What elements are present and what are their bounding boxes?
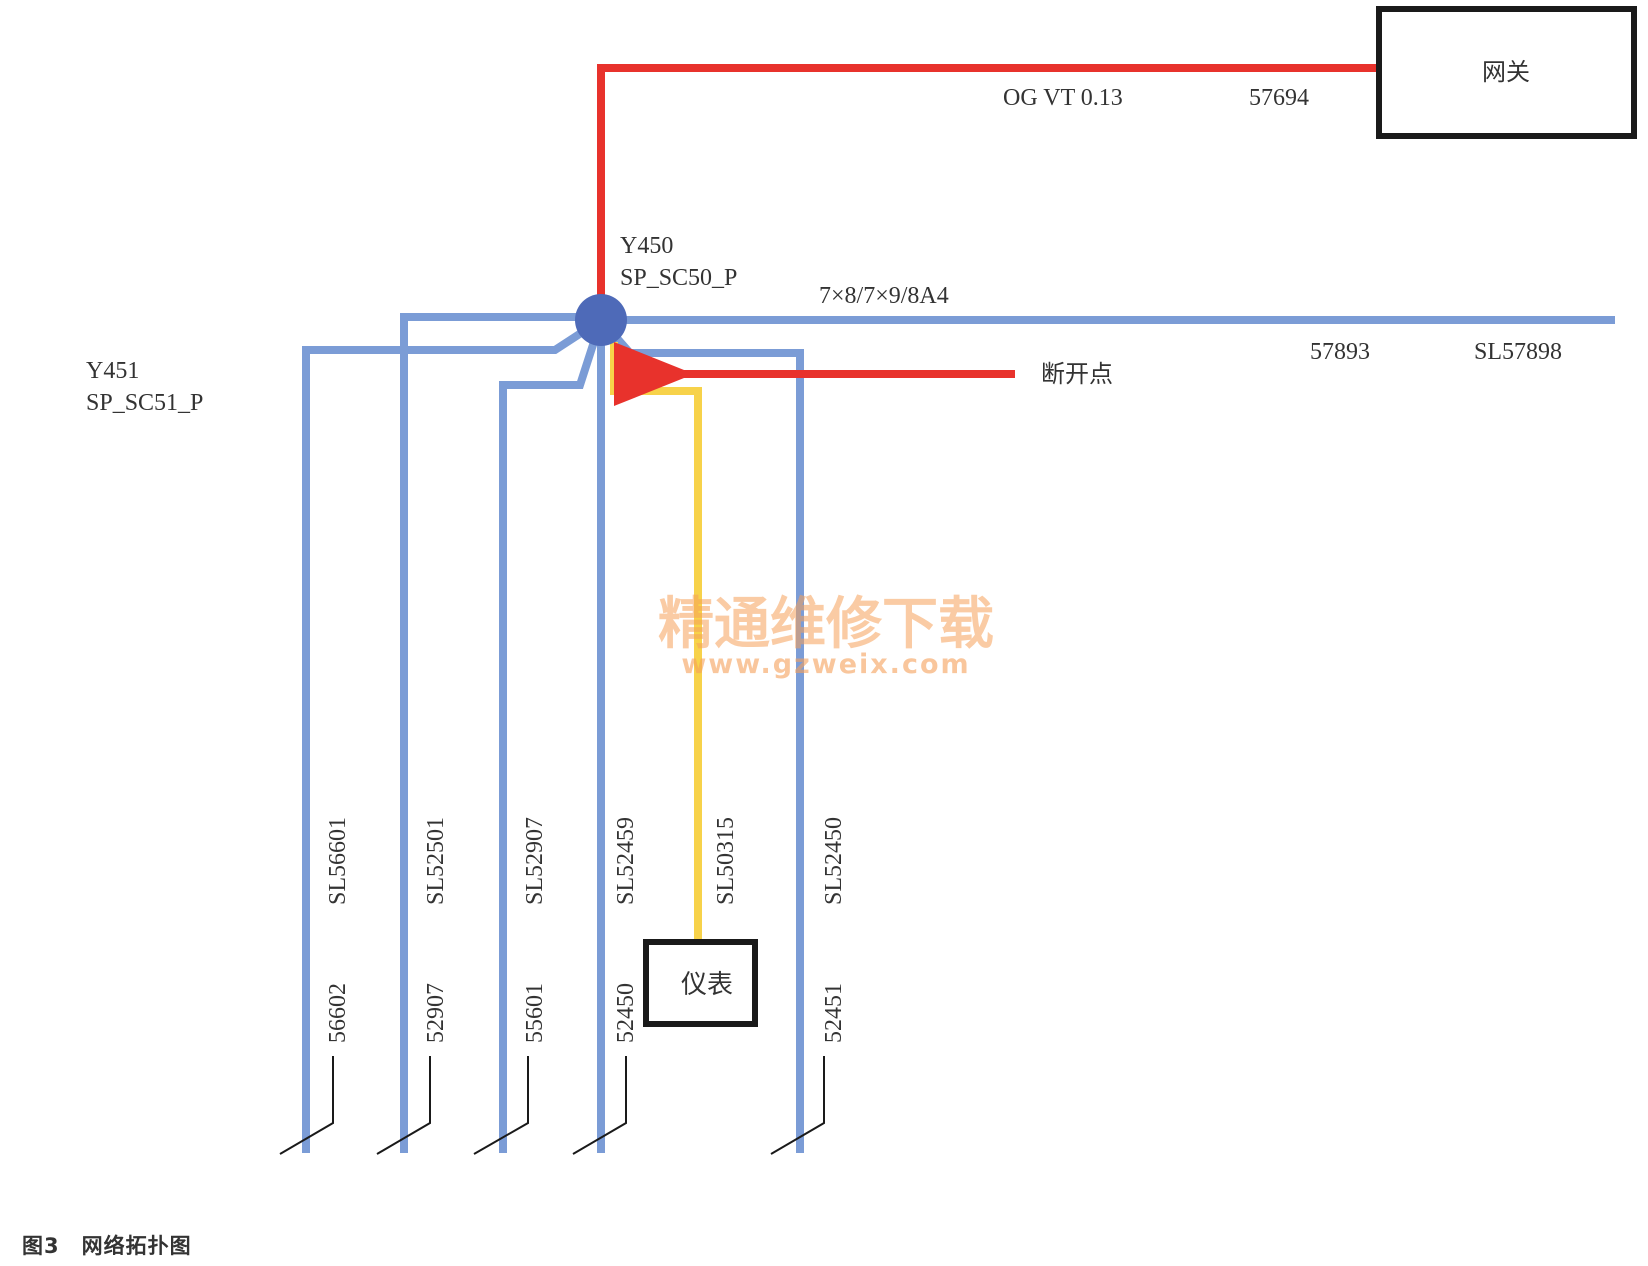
gateway-red-line <box>597 64 1378 320</box>
y451-id-label: Y451 <box>86 358 139 384</box>
branch-sl-label: SL52501 <box>423 817 449 905</box>
instrument-box <box>643 939 758 1027</box>
branch-sl-label: SL52459 <box>613 817 639 905</box>
sl-57898-label: SL57898 <box>1474 339 1562 365</box>
watermark-url: www.gzweix.com <box>681 649 970 680</box>
y450-name-label: SP_SC50_P <box>620 265 737 291</box>
branch-sl-label: SL52907 <box>522 817 548 905</box>
branch-line-sl56601 <box>302 316 604 1153</box>
y450-id-label: Y450 <box>620 233 673 259</box>
og-vt-label: OG VT 0.13 <box>1003 85 1123 111</box>
y450-node <box>575 294 627 346</box>
leader-tick <box>473 1056 529 1155</box>
branch-end-label: 52907 <box>423 983 449 1043</box>
figure-title: 网络拓扑图 <box>81 1234 192 1258</box>
spec-label: 7×8/7×9/8A4 <box>819 283 949 309</box>
leader-tick <box>572 1056 627 1155</box>
line-57694-label: 57694 <box>1249 85 1309 111</box>
branch-sl-label: SL56601 <box>325 817 351 905</box>
branch-end-label: 56602 <box>325 983 351 1043</box>
branch-sl-label: SL50315 <box>713 817 739 905</box>
break-point-label: 断开点 <box>1041 361 1113 388</box>
branch-line-sl52907 <box>499 318 605 1153</box>
y451-name-label: SP_SC51_P <box>86 390 203 416</box>
branch-line-sl52501 <box>400 313 601 1153</box>
figure-caption: 图3 网络拓扑图 <box>22 1230 192 1260</box>
branch-end-label: 52450 <box>613 983 639 1043</box>
gateway-label: 网关 <box>1482 59 1530 86</box>
branch-sl-label: SL52450 <box>821 817 847 905</box>
watermark-cn: 精通维修下载 <box>658 592 994 657</box>
branch-end-label: 55601 <box>522 983 548 1043</box>
gateway-box <box>1376 6 1637 139</box>
branch-end-label: 52451 <box>821 983 847 1043</box>
leader-tick <box>279 1056 334 1155</box>
leader-tick <box>770 1056 825 1155</box>
line-57893-label: 57893 <box>1310 339 1370 365</box>
instrument-label: 仪表 <box>681 970 733 999</box>
figure-number: 图3 <box>22 1234 60 1258</box>
leader-tick <box>376 1056 431 1155</box>
